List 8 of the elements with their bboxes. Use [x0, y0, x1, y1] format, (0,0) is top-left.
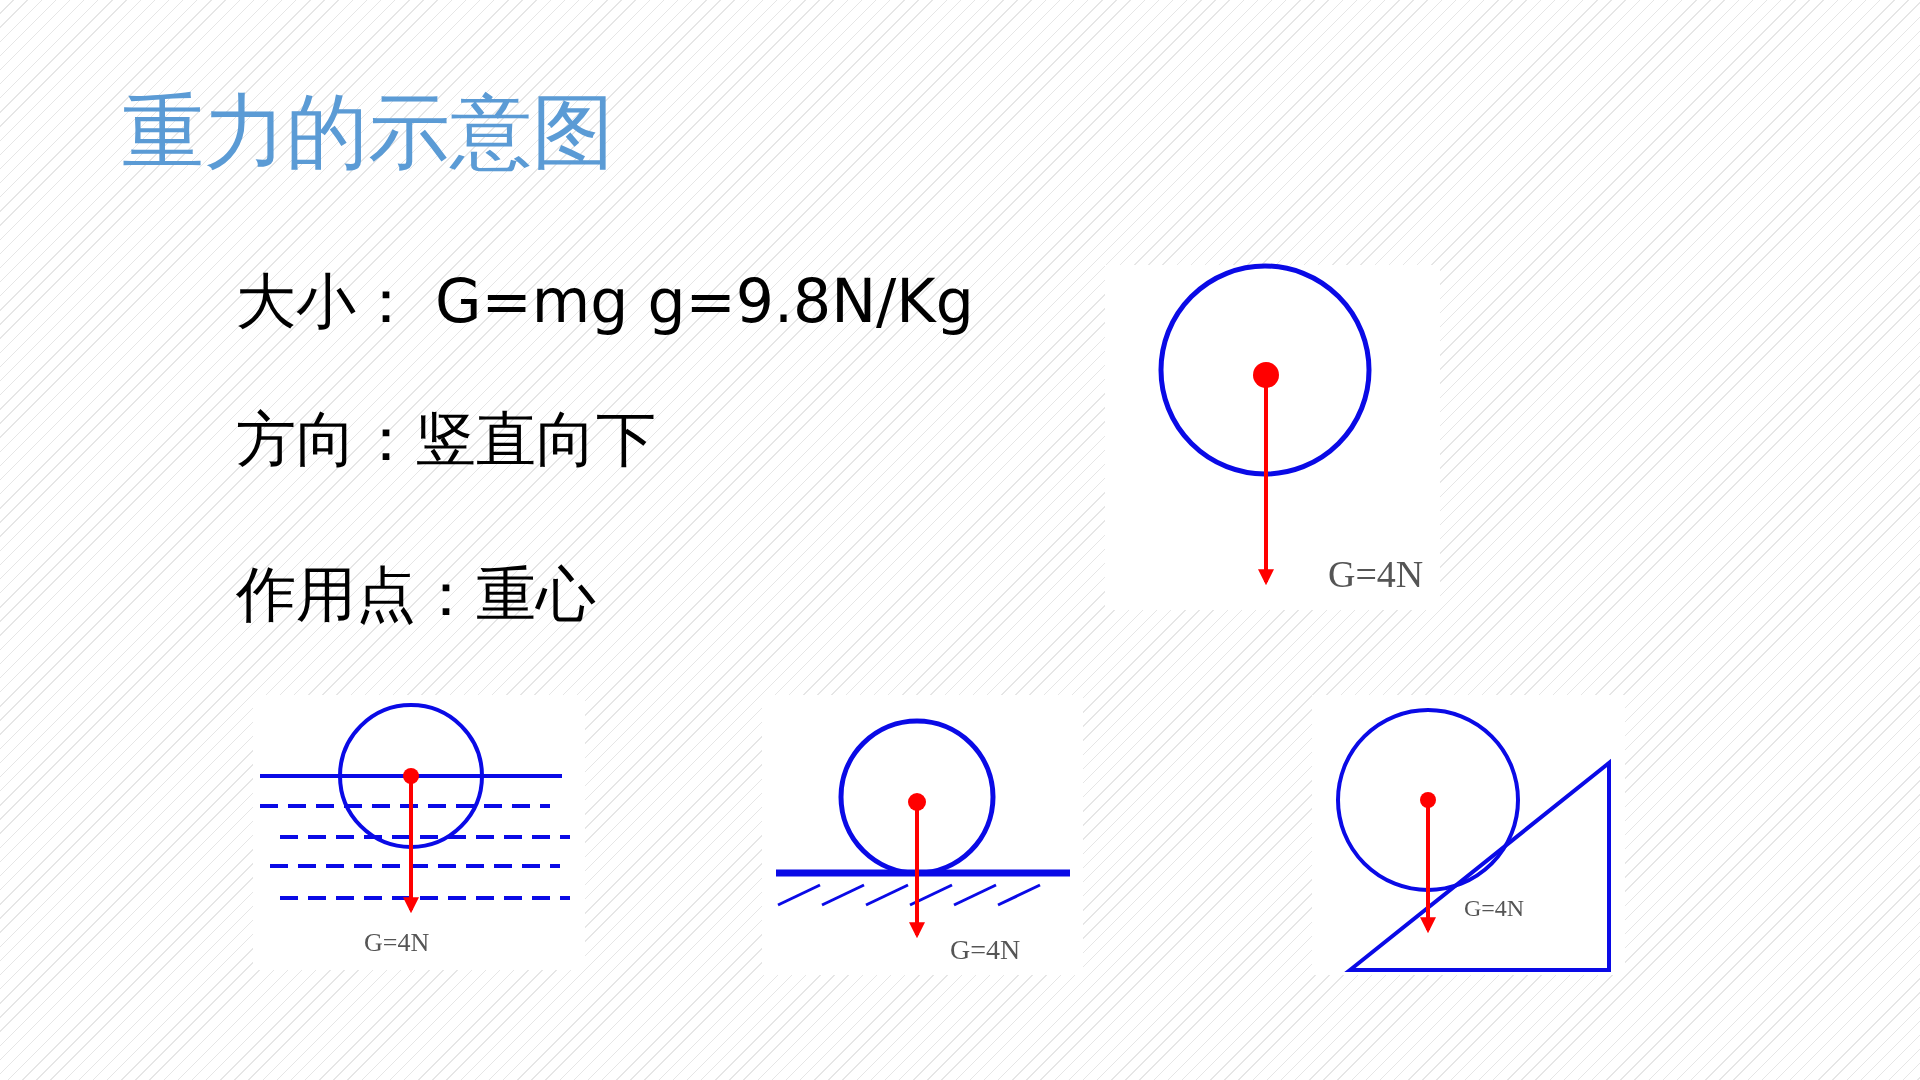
force-label: G=4N	[364, 928, 430, 958]
force-label: G=4N	[950, 934, 1021, 966]
force-label: G=4N	[1328, 552, 1424, 596]
slide-title: 重力的示意图	[122, 83, 614, 181]
quantity-text: 方向：竖直向下	[236, 403, 656, 476]
force-label: G=4N	[1464, 895, 1525, 922]
quantity-text: 大小： G=mg g=9.8N/Kg	[236, 265, 974, 338]
quantity-text: 作用点：重心	[236, 558, 596, 631]
